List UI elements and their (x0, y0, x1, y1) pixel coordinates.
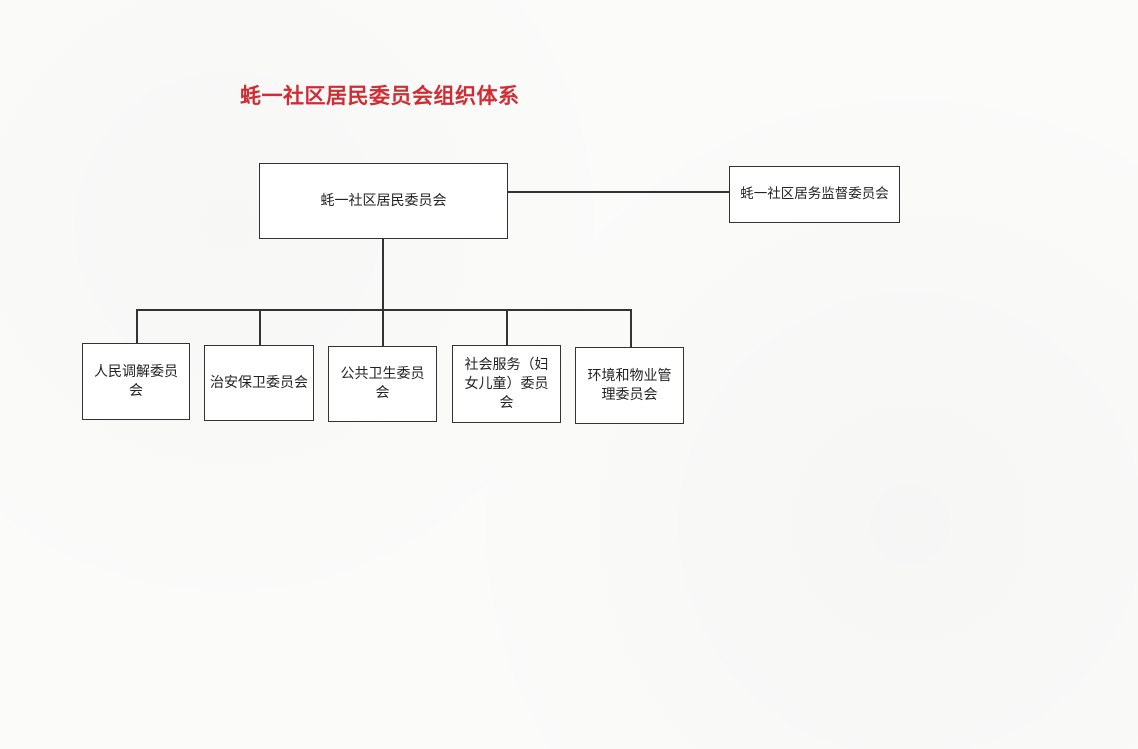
page-title: 蚝一社区居民委员会组织体系 (240, 84, 520, 108)
connector-root-down (382, 237, 384, 310)
root-committee-label: 蚝一社区居民委员会 (320, 192, 447, 209)
connector-drop-4 (506, 309, 508, 346)
supervisor-committee-box: 蚝一社区居务监督委员会 (729, 166, 900, 223)
connector-horizontal-bus (136, 309, 631, 311)
committee-box-1: 人民调解委员会 (82, 343, 190, 420)
connector-drop-1 (136, 309, 138, 344)
committee-box-4: 社会服务（妇女儿童）委员会 (452, 345, 561, 423)
connector-drop-5 (630, 309, 632, 348)
root-committee-box: 蚝一社区居民委员会 (259, 163, 508, 239)
committee-box-3: 公共卫生委员会 (328, 346, 437, 422)
connector-drop-3 (382, 309, 384, 347)
committee-label-1: 人民调解委员会 (94, 363, 178, 399)
connector-drop-2 (259, 309, 261, 346)
committee-label-5: 环境和物业管理委员会 (587, 367, 672, 403)
supervisor-committee-label: 蚝一社区居务监督委员会 (740, 186, 889, 202)
committee-box-2: 治安保卫委员会 (204, 345, 314, 421)
committee-label-2: 治安保卫委员会 (210, 374, 308, 391)
committee-label-4: 社会服务（妇女儿童）委员会 (464, 356, 549, 411)
committee-label-3: 公共卫生委员会 (340, 366, 425, 401)
connector-root-to-supervisor (507, 191, 730, 193)
committee-box-5: 环境和物业管理委员会 (575, 347, 684, 424)
